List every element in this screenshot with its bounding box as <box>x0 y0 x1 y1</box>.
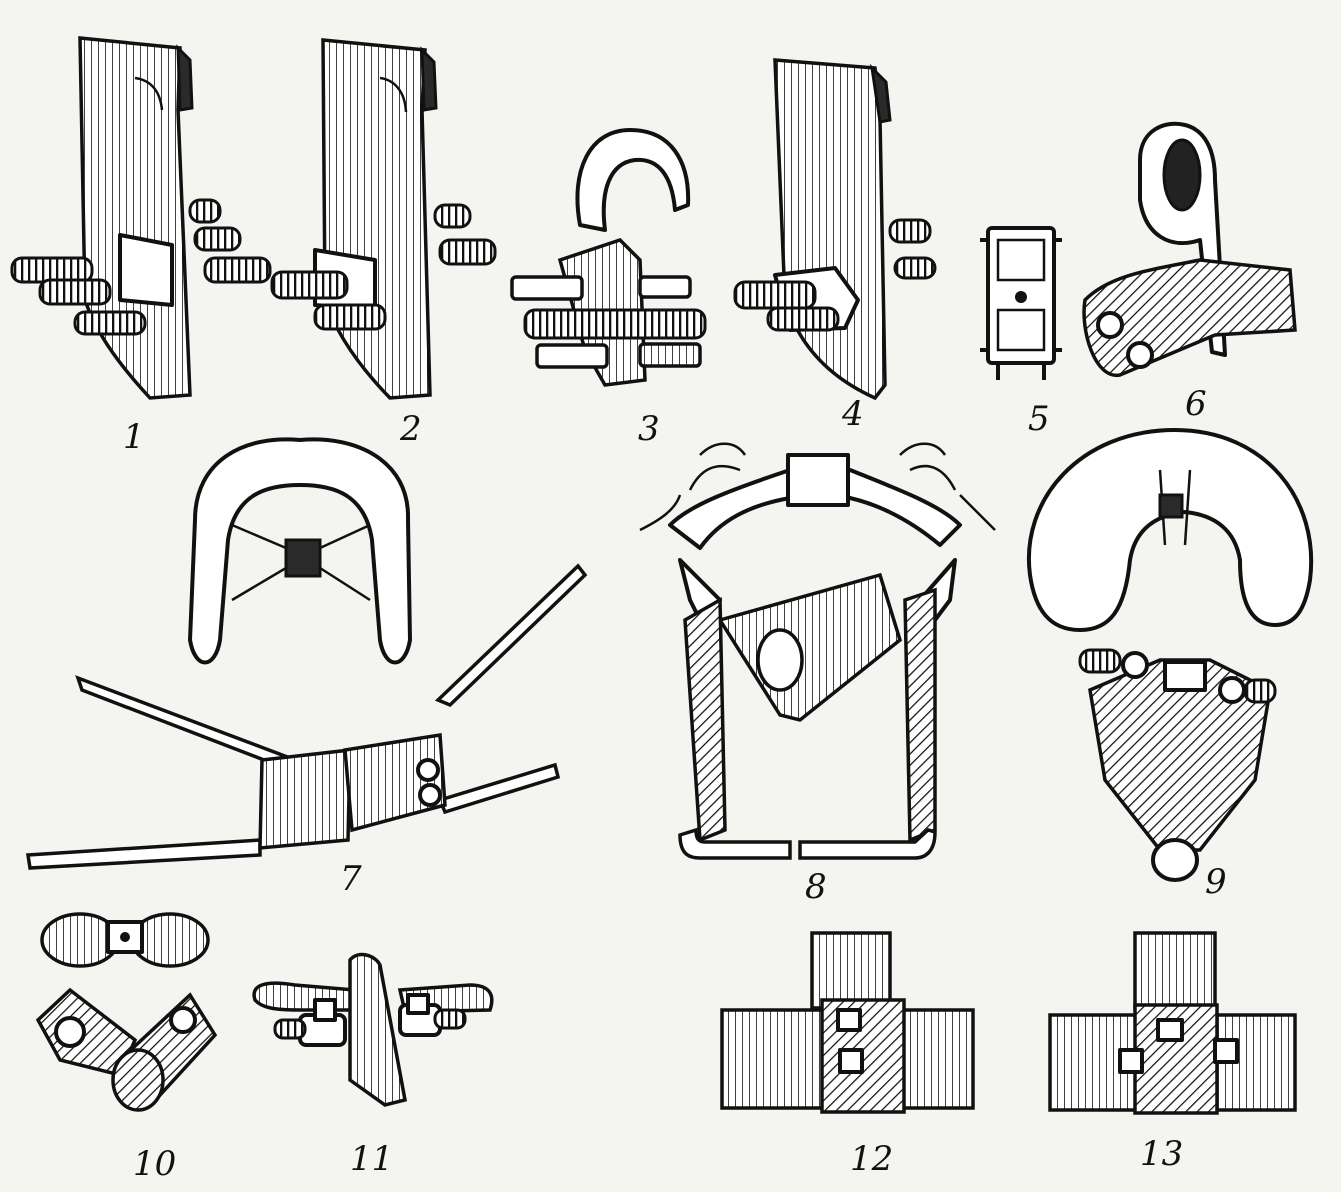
label-7: 7 <box>340 859 362 899</box>
label-1: 1 <box>123 417 145 457</box>
appliance-11-drawing <box>252 952 494 1107</box>
label-11: 11 <box>350 1139 393 1179</box>
label-8: 8 <box>805 867 827 907</box>
appliance-2-drawing <box>270 38 497 400</box>
appliance-5-drawing <box>980 226 1062 380</box>
appliance-9-drawing <box>1026 428 1314 882</box>
label-6: 6 <box>1185 384 1207 424</box>
appliance-10-drawing <box>35 912 218 1112</box>
appliance-1-drawing <box>10 36 272 400</box>
appliance-3-drawing <box>510 128 707 387</box>
label-13: 13 <box>1140 1134 1183 1174</box>
appliance-4-drawing <box>733 58 937 401</box>
appliance-8-drawing <box>639 442 996 860</box>
appliance-6-drawing <box>1082 121 1297 377</box>
appliance-7-drawing <box>25 437 588 870</box>
label-2: 2 <box>399 409 422 449</box>
label-10: 10 <box>133 1144 176 1184</box>
label-4: 4 <box>841 394 864 434</box>
label-3: 3 <box>638 409 660 449</box>
appliance-13-drawing <box>1048 931 1297 1115</box>
label-9: 9 <box>1205 862 1227 902</box>
label-5: 5 <box>1028 399 1050 439</box>
label-12: 12 <box>850 1139 893 1179</box>
appliance-12-drawing <box>720 931 975 1114</box>
